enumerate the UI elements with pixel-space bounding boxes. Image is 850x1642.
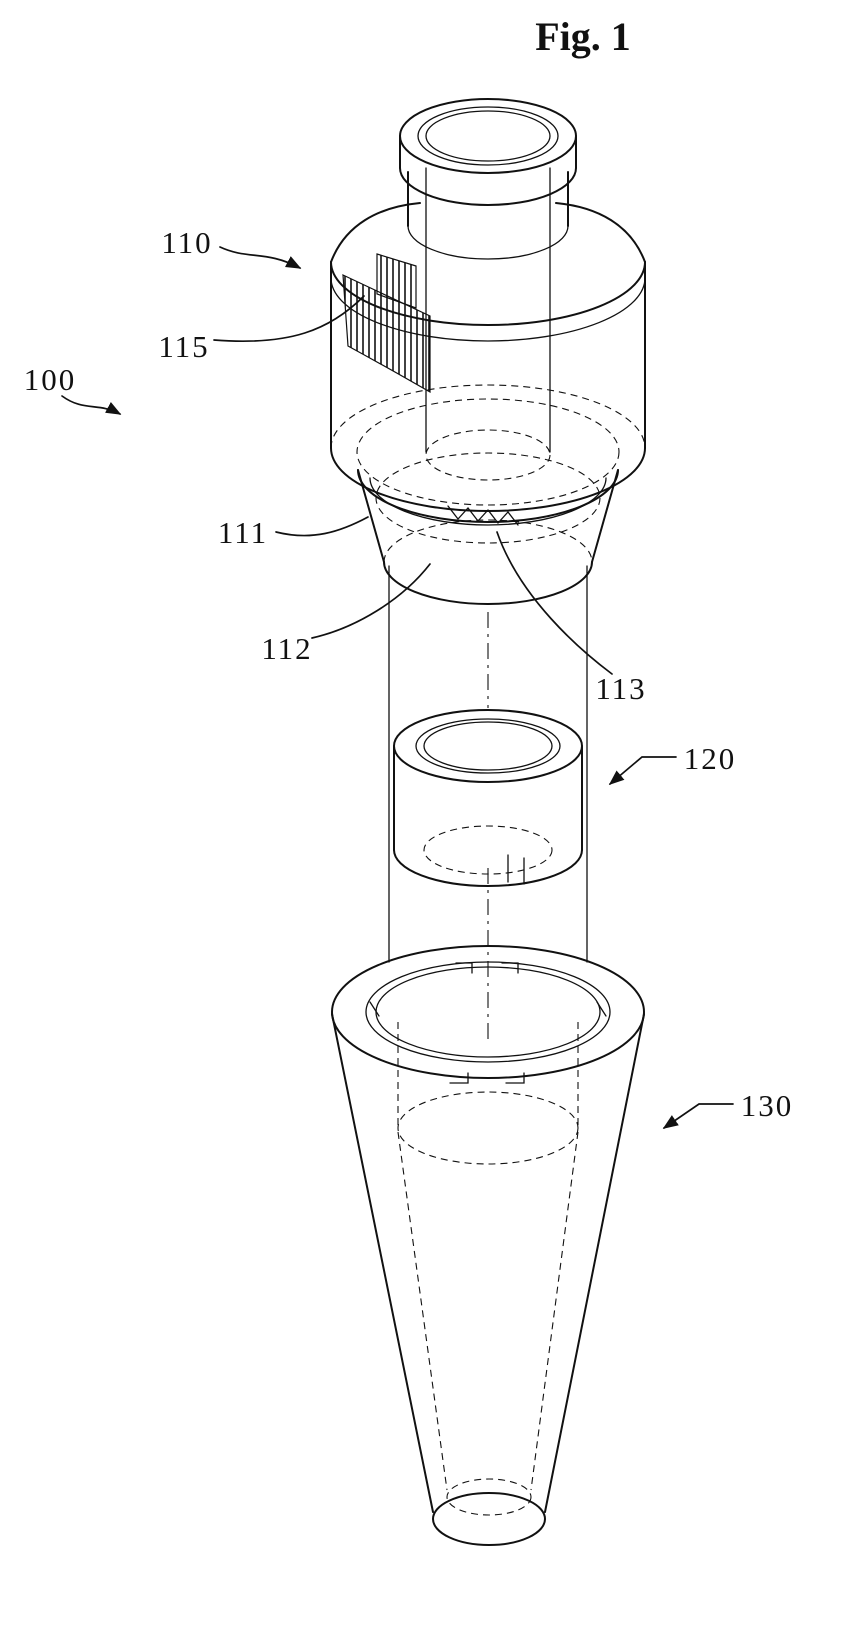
leader-113 [496,531,613,675]
leader-111 [275,516,369,537]
label-111: 111 [218,515,268,550]
label-120: 120 [684,741,737,776]
leader-100 [61,395,122,415]
label-100: 100 [24,362,77,397]
leader-lines [61,246,734,1129]
cap-assembly-110 [330,98,646,512]
label-110: 110 [161,225,212,260]
leader-110 [219,246,302,269]
cap-top-bore [425,110,551,162]
reference-numerals: 110 115 100 111 112 113 120 130 [24,225,794,1123]
rib-grip-115 [342,253,431,394]
label-115: 115 [158,329,209,364]
leader-115 [213,295,365,343]
label-112: 112 [261,631,312,666]
leader-120 [608,756,677,785]
skirt-111 [357,452,619,963]
ring-120 [393,709,583,887]
skirt-inner-hidden [375,452,601,544]
ratchet-teeth-113 [447,505,519,526]
figure-title: Fig. 1 [535,14,631,59]
label-113: 113 [595,671,646,706]
cone-tube-130 [331,945,645,1546]
cap-top-wall [417,106,559,166]
leader-112 [311,563,431,639]
label-130: 130 [741,1088,794,1123]
leader-130 [662,1103,734,1129]
